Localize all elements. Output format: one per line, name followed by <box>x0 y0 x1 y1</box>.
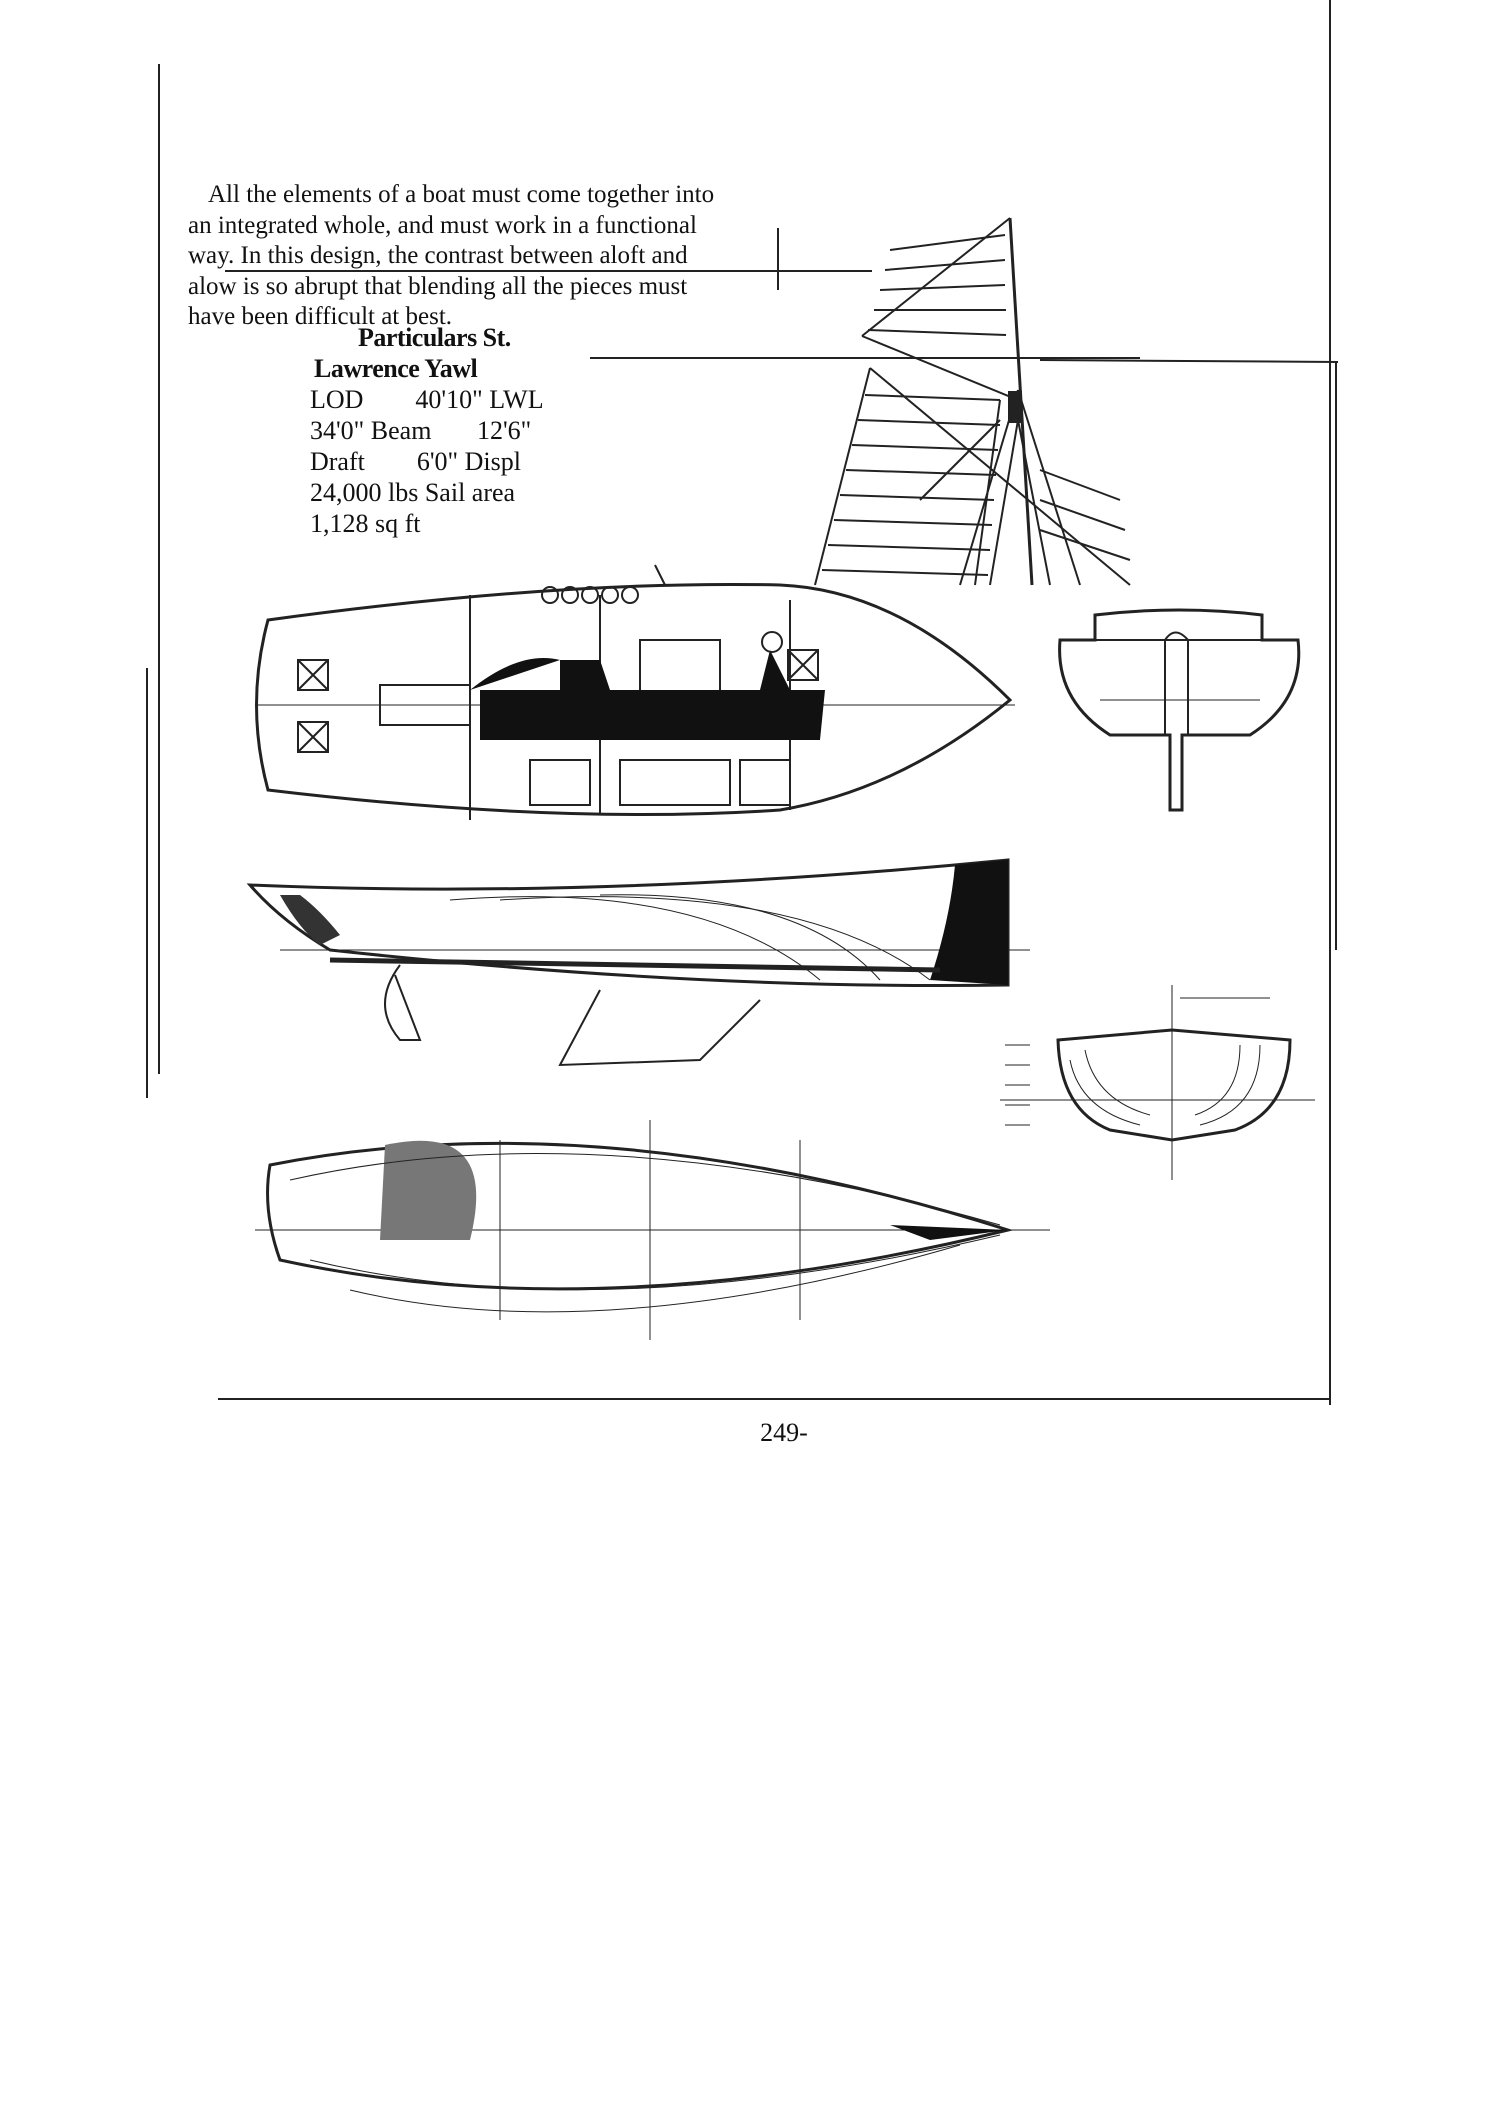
paragraph-line: alow is so abrupt that blending all the … <box>188 272 688 300</box>
spec-line: 24,000 lbs Sail area <box>310 478 516 507</box>
particulars-heading: Particulars St. <box>358 323 511 352</box>
paragraph-line: have been difficult at best. <box>188 303 453 330</box>
bottom-rule <box>218 1398 1330 1400</box>
spec-line: LOD 40'10" LWL <box>310 385 544 414</box>
paragraph-line: All the elements of a boat must come tog… <box>208 181 715 208</box>
profile-view <box>246 858 1030 1067</box>
particulars-heading: Lawrence Yawl <box>314 354 478 383</box>
body-plan <box>1000 985 1315 1180</box>
particulars-block: Particulars St. Lawrence Yawl LOD 40'10"… <box>310 322 610 539</box>
half-breadth-plan <box>255 1120 1050 1340</box>
accommodation-plan <box>255 564 1015 820</box>
section-view <box>1058 608 1301 812</box>
paragraph-line: way. In this design, the contrast betwee… <box>188 242 688 269</box>
page-number: 249- <box>760 1418 808 1447</box>
paragraph-line: an integrated whole, and must work in a … <box>188 211 697 239</box>
left-margin-line <box>158 64 160 1074</box>
sail-plan <box>814 217 1131 586</box>
spec-line: Draft 6'0" Displ <box>310 447 521 476</box>
spec-line: 1,128 sq ft <box>310 509 421 538</box>
spec-line: 34'0" Beam 12'6" <box>310 416 532 445</box>
body-paragraph: All the elements of a boat must come tog… <box>188 180 766 333</box>
left-margin-line-lower <box>146 668 148 1098</box>
right-margin-line <box>1329 0 1331 1405</box>
guide-rules <box>225 228 1339 950</box>
